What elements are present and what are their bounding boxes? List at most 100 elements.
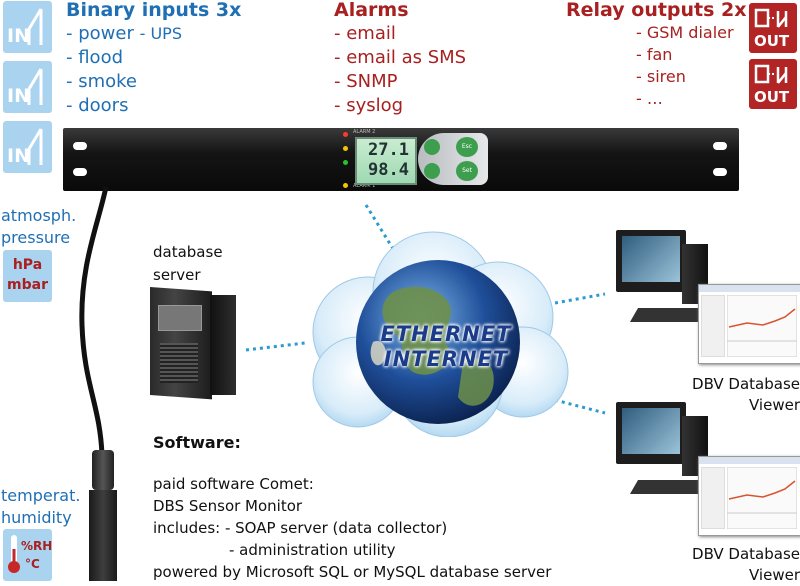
switch-icon xyxy=(27,8,43,45)
alarm-item-sms: - email as SMS xyxy=(334,47,467,68)
switch-icon xyxy=(27,68,43,105)
network-label: ETHERNET INTERNET xyxy=(356,322,536,372)
relay-icon xyxy=(754,64,788,84)
relay-output-tile-label: OUT xyxy=(754,32,790,50)
binary-inputs-list: - power - UPS - flood - smoke - doors xyxy=(66,22,182,118)
software-description: paid software Comet: DBS Sensor Monitor … xyxy=(153,473,551,583)
binary-input-tile-label: IN xyxy=(7,25,30,47)
pressure-label: atmosph. pressure xyxy=(1,205,76,249)
probe-filter xyxy=(89,490,117,581)
pressure-label-1: atmosph. xyxy=(1,206,77,225)
mount-hole xyxy=(713,168,727,176)
binary-input-tile-label: IN xyxy=(7,145,30,167)
binary-item-doors: - doors xyxy=(66,95,129,116)
set-button[interactable]: Set xyxy=(456,161,478,181)
viewer-label-2: DBV Database Viewer xyxy=(676,544,800,586)
alarm2-label: ALARM 2 xyxy=(353,129,376,135)
rack-device: ALARM 2 ALARM 1 27.1 98.4 Esc Set xyxy=(63,128,739,191)
relay-item-siren: - siren xyxy=(636,67,686,86)
led-red xyxy=(343,132,348,137)
server-link xyxy=(245,341,306,352)
relay-item-more: - … xyxy=(636,89,663,108)
viewer-label-1-line1: DBV Database xyxy=(692,375,800,393)
viewer-label-2-line1: DBV Database xyxy=(692,545,800,563)
humidity-label: temperat. humidity xyxy=(1,485,80,529)
humidity-probe xyxy=(89,450,117,581)
viewer-label-1-line2: Viewer xyxy=(749,396,800,414)
software-line-4: - administration utility xyxy=(229,541,396,559)
humidity-unit-tile: %RH °C xyxy=(3,529,52,581)
relay-item-fan: - fan xyxy=(636,45,673,64)
viewer-link-1 xyxy=(554,292,606,305)
lcd-bottom-value: 98.4 xyxy=(368,160,409,180)
software-line-5: powered by Microsoft SQL or MySQL databa… xyxy=(153,563,552,581)
alarm1-label: ALARM 1 xyxy=(353,183,376,189)
alarms-list: - email - email as SMS - SNMP - syslog xyxy=(334,22,466,118)
server-tower xyxy=(150,287,236,400)
switch-icon xyxy=(27,128,43,165)
monitor xyxy=(616,402,686,464)
mount-hole xyxy=(73,142,87,150)
binary-input-tile-1: IN xyxy=(3,1,52,53)
humidity-label-2: humidity xyxy=(1,508,72,527)
software-title: Software: xyxy=(153,433,241,452)
network-label-ethernet: ETHERNET xyxy=(380,322,512,346)
down-button[interactable] xyxy=(424,163,440,179)
viewer-link-2 xyxy=(554,398,606,415)
viewer-label-2-line2: Viewer xyxy=(749,566,800,584)
lcd-display: 27.1 98.4 xyxy=(355,137,417,185)
pressure-unit-mbar: mbar xyxy=(7,277,48,293)
binary-input-tile-label: IN xyxy=(7,85,30,107)
relay-output-tile-1: OUT xyxy=(749,3,797,53)
humidity-unit-rh: %RH xyxy=(21,539,53,553)
probe-cable xyxy=(79,186,109,456)
database-server-label-1: database xyxy=(153,243,223,261)
binary-inputs-title: Binary inputs 3x xyxy=(66,0,242,21)
network-label-internet: INTERNET xyxy=(383,347,509,371)
relay-outputs-list: - GSM dialer - fan - siren - … xyxy=(636,22,734,110)
binary-item-ups: - UPS xyxy=(139,24,182,43)
humidity-unit-c: °C xyxy=(25,557,40,571)
software-line-1: paid software Comet: xyxy=(153,475,314,493)
lcd-top-value: 27.1 xyxy=(368,140,409,160)
software-line-2: DBS Sensor Monitor xyxy=(153,497,303,515)
monitor xyxy=(616,230,686,292)
binary-item-smoke: - smoke xyxy=(66,71,137,92)
viewer-workstation-2 xyxy=(612,400,800,540)
pressure-unit-hpa: hPa xyxy=(12,257,43,273)
device-link xyxy=(364,204,397,253)
esc-button[interactable]: Esc xyxy=(456,137,478,157)
binary-input-tile-3: IN xyxy=(3,121,52,173)
alarm-item-email: - email xyxy=(334,23,396,44)
alarm-item-snmp: - SNMP xyxy=(334,71,398,92)
pressure-unit-tile: hPa mbar xyxy=(3,250,52,302)
up-button[interactable] xyxy=(424,139,440,155)
alarm-item-syslog: - syslog xyxy=(334,95,404,116)
relay-output-tile-2: OUT xyxy=(749,59,797,109)
binary-item-power: - power xyxy=(66,23,134,44)
humidity-label-1: temperat. xyxy=(1,486,81,505)
viewer-label-1: DBV Database Viewer xyxy=(676,374,800,416)
chart-window xyxy=(698,456,800,536)
viewer-workstation-1 xyxy=(612,228,800,368)
thermometer-icon xyxy=(8,535,20,573)
keypad: Esc Set xyxy=(418,133,488,185)
relay-icon xyxy=(754,8,788,28)
chart-window xyxy=(698,284,800,364)
software-line-3: includes: - SOAP server (data collector) xyxy=(153,519,448,537)
cloud-icon xyxy=(312,231,569,437)
server-drive-bay xyxy=(158,305,202,331)
alarms-title: Alarms xyxy=(334,0,409,21)
pressure-label-2: pressure xyxy=(1,228,71,247)
relay-output-tile-label: OUT xyxy=(754,88,790,106)
mount-hole xyxy=(713,142,727,150)
probe-head xyxy=(92,450,114,490)
binary-item-flood: - flood xyxy=(66,47,124,68)
relay-item-gsm: - GSM dialer xyxy=(636,23,734,42)
led-yellow xyxy=(343,146,348,151)
led-green xyxy=(343,160,348,165)
relay-outputs-title: Relay outputs 2x xyxy=(566,0,747,21)
binary-input-tile-2: IN xyxy=(3,61,52,113)
led-yellow-2 xyxy=(343,183,348,188)
